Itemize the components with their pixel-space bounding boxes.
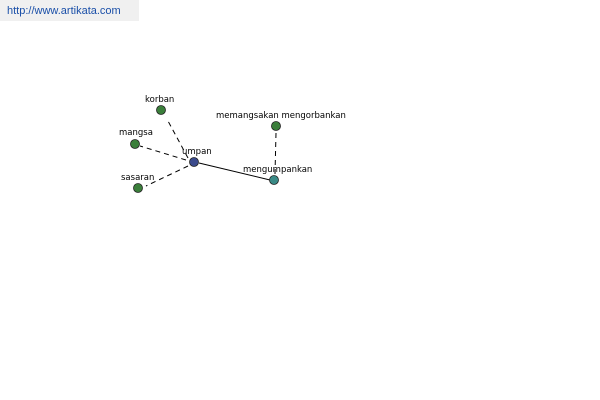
edge-umpan-mangsa <box>139 145 187 161</box>
edge-umpan-sasaran <box>145 165 189 187</box>
edge-umpan-mengumpankan <box>198 162 271 181</box>
edge-mengumpankan-memangsakan-mengorbankan <box>274 132 277 175</box>
node-umpan[interactable]: umpan <box>182 147 212 167</box>
node-label-mengumpankan: mengumpankan <box>243 165 312 175</box>
url-banner: http://www.artikata.com <box>0 0 139 21</box>
node-sasaran[interactable]: sasaran <box>121 173 154 193</box>
node-label-korban: korban <box>145 95 174 105</box>
circle-node-icon[interactable] <box>269 175 279 185</box>
circle-node-icon[interactable] <box>130 139 140 149</box>
node-korban[interactable]: korban <box>145 95 174 115</box>
circle-node-icon[interactable] <box>271 121 281 131</box>
site-link[interactable]: http://www.artikata.com <box>7 5 121 17</box>
edge-umpan-korban <box>167 120 189 159</box>
node-memangsakan-mengorbankan[interactable]: memangsakan mengorbankan <box>216 111 346 131</box>
circle-node-icon[interactable] <box>133 183 143 193</box>
circle-node-icon[interactable] <box>156 105 166 115</box>
circle-node-icon[interactable] <box>189 157 199 167</box>
node-label-umpan: umpan <box>182 147 212 157</box>
node-label-sasaran: sasaran <box>121 173 154 183</box>
node-label-mangsa: mangsa <box>119 128 153 138</box>
node-mengumpankan[interactable]: mengumpankan <box>243 165 312 185</box>
node-mangsa[interactable]: mangsa <box>119 128 153 149</box>
node-label-memangsakan-mengorbankan: memangsakan mengorbankan <box>216 111 346 121</box>
